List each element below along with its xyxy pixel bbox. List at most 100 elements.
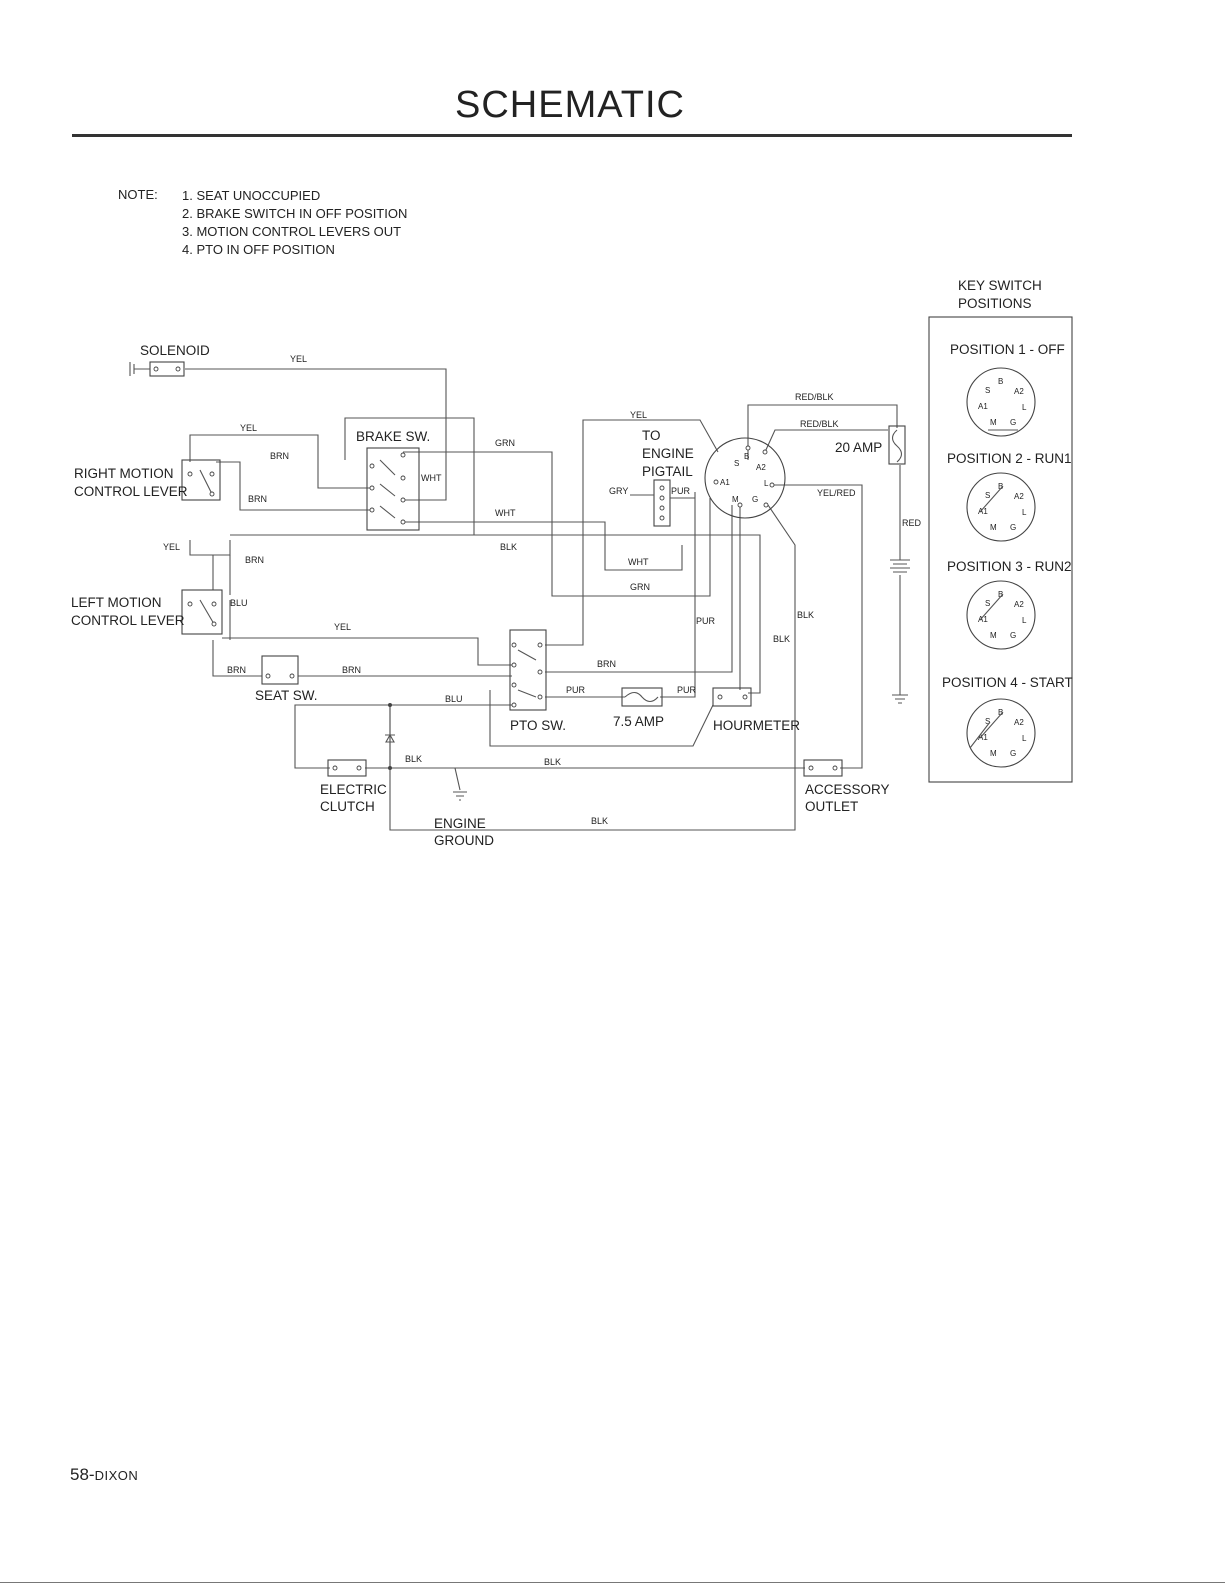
svg-text:L: L bbox=[1022, 403, 1027, 412]
key-switch-heading-2: POSITIONS bbox=[958, 296, 1032, 311]
label-pigtail-2: ENGINE bbox=[642, 446, 694, 461]
svg-text:A1: A1 bbox=[978, 615, 988, 624]
svg-text:M: M bbox=[990, 523, 997, 532]
wire-label: BRN bbox=[342, 665, 361, 675]
engine-ground-symbol bbox=[453, 791, 467, 801]
diode bbox=[385, 703, 395, 770]
position-label: POSITION 3 - RUN2 bbox=[947, 559, 1072, 574]
wire-label: BRN bbox=[227, 665, 246, 675]
note-list: 1. SEAT UNOCCUPIED 2. BRAKE SWITCH IN OF… bbox=[182, 187, 407, 259]
svg-text:L: L bbox=[1022, 734, 1027, 743]
label-ground-1: ENGINE bbox=[434, 816, 486, 831]
label-fuse-7-5: 7.5 AMP bbox=[613, 714, 664, 729]
wire-label: BRN bbox=[245, 555, 264, 565]
label-pto-switch: PTO SW. bbox=[510, 718, 566, 733]
wire-label: PUR bbox=[566, 685, 586, 695]
title-rule bbox=[72, 134, 1072, 137]
svg-text:S: S bbox=[985, 491, 990, 500]
terminal-b: B bbox=[744, 452, 749, 461]
label-clutch-1: ELECTRIC bbox=[320, 782, 387, 797]
terminal-m: M bbox=[732, 495, 739, 504]
wire-label: YEL bbox=[163, 542, 180, 552]
wire-label: BLU bbox=[230, 598, 248, 608]
wire-label: WHT bbox=[421, 473, 442, 483]
wire-label: BLK bbox=[773, 634, 790, 644]
svg-text:A1: A1 bbox=[978, 507, 988, 516]
wire-label: YEL bbox=[630, 410, 647, 420]
wire-label: PUR bbox=[696, 616, 716, 626]
terminal-a2: A2 bbox=[756, 463, 766, 472]
brake-switch bbox=[366, 447, 420, 531]
wire-label: PUR bbox=[677, 685, 697, 695]
wire-label: PUR bbox=[671, 486, 691, 496]
svg-text:B: B bbox=[998, 708, 1003, 717]
label-right-lever-1: RIGHT MOTION bbox=[74, 466, 174, 481]
wire-label: RED/BLK bbox=[795, 392, 834, 402]
terminal-g: G bbox=[752, 495, 758, 504]
wire-label: BLK bbox=[405, 754, 422, 764]
svg-text:A1: A1 bbox=[978, 733, 988, 742]
position-label: POSITION 4 - START bbox=[942, 675, 1073, 690]
wire-label: BLU bbox=[445, 694, 463, 704]
svg-text:S: S bbox=[985, 717, 990, 726]
svg-text:M: M bbox=[990, 631, 997, 640]
hourmeter bbox=[712, 687, 752, 707]
wire-label: GRY bbox=[609, 486, 628, 496]
label-seat-switch: SEAT SW. bbox=[255, 688, 318, 703]
note-item: 3. MOTION CONTROL LEVERS OUT bbox=[182, 224, 402, 239]
label-right-lever-2: CONTROL LEVER bbox=[74, 484, 188, 499]
note-item: 1. SEAT UNOCCUPIED bbox=[182, 188, 321, 203]
wire-label: GRN bbox=[630, 582, 650, 592]
svg-text:A2: A2 bbox=[1014, 492, 1024, 501]
wire-label: RED/BLK bbox=[800, 419, 839, 429]
page-number: 58- bbox=[70, 1465, 95, 1484]
wire-label: WHT bbox=[495, 508, 516, 518]
svg-text:G: G bbox=[1010, 418, 1016, 427]
note-item: 4. PTO IN OFF POSITION bbox=[182, 242, 335, 257]
label-brake-switch: BRAKE SW. bbox=[356, 429, 430, 444]
label-fuse-20: 20 AMP bbox=[835, 440, 882, 455]
svg-text:B: B bbox=[998, 482, 1003, 491]
wire-label: BLK bbox=[500, 542, 517, 552]
wire-label: BRN bbox=[597, 659, 616, 669]
wire-network bbox=[185, 368, 901, 831]
wire-label: BLK bbox=[544, 757, 561, 767]
battery bbox=[890, 559, 910, 704]
wire-label: BRN bbox=[248, 494, 267, 504]
svg-text:B: B bbox=[998, 590, 1003, 599]
terminal-s: S bbox=[734, 459, 739, 468]
key-switch-panel: KEY SWITCH POSITIONS POSITION 1 - OFF SB… bbox=[928, 278, 1073, 783]
svg-text:M: M bbox=[990, 418, 997, 427]
svg-text:A2: A2 bbox=[1014, 718, 1024, 727]
wire-label: YEL/RED bbox=[817, 488, 856, 498]
note-item: 2. BRAKE SWITCH IN OFF POSITION bbox=[182, 206, 408, 221]
svg-text:L: L bbox=[1022, 508, 1027, 517]
svg-text:L: L bbox=[1022, 616, 1027, 625]
fuse-20-amp bbox=[888, 425, 906, 465]
svg-text:A1: A1 bbox=[978, 402, 988, 411]
position-label: POSITION 1 - OFF bbox=[950, 342, 1065, 357]
svg-text:A2: A2 bbox=[1014, 387, 1024, 396]
label-hourmeter: HOURMETER bbox=[713, 718, 800, 733]
svg-text:M: M bbox=[990, 749, 997, 758]
wire-label: BLK bbox=[797, 610, 814, 620]
wiring-schematic: S B A2 A1 L M G SOLENOID bbox=[71, 278, 1073, 848]
electric-clutch bbox=[327, 759, 367, 777]
svg-text:G: G bbox=[1010, 749, 1016, 758]
wire-label: YEL bbox=[334, 622, 351, 632]
terminal-l: L bbox=[764, 479, 769, 488]
right-motion-lever bbox=[181, 459, 221, 501]
svg-text:G: G bbox=[1010, 523, 1016, 532]
key-switch-heading-1: KEY SWITCH bbox=[958, 278, 1042, 293]
seat-switch bbox=[261, 655, 299, 685]
label-left-lever-1: LEFT MOTION bbox=[71, 595, 162, 610]
key-switch-main: S B A2 A1 L M G bbox=[704, 437, 786, 519]
wire-label: RED bbox=[902, 518, 922, 528]
wire-label: YEL bbox=[290, 354, 307, 364]
left-motion-lever bbox=[181, 589, 223, 635]
brand-name: DIXON bbox=[94, 1468, 139, 1483]
accessory-outlet bbox=[803, 759, 843, 777]
label-pigtail-1: TO bbox=[642, 428, 661, 443]
